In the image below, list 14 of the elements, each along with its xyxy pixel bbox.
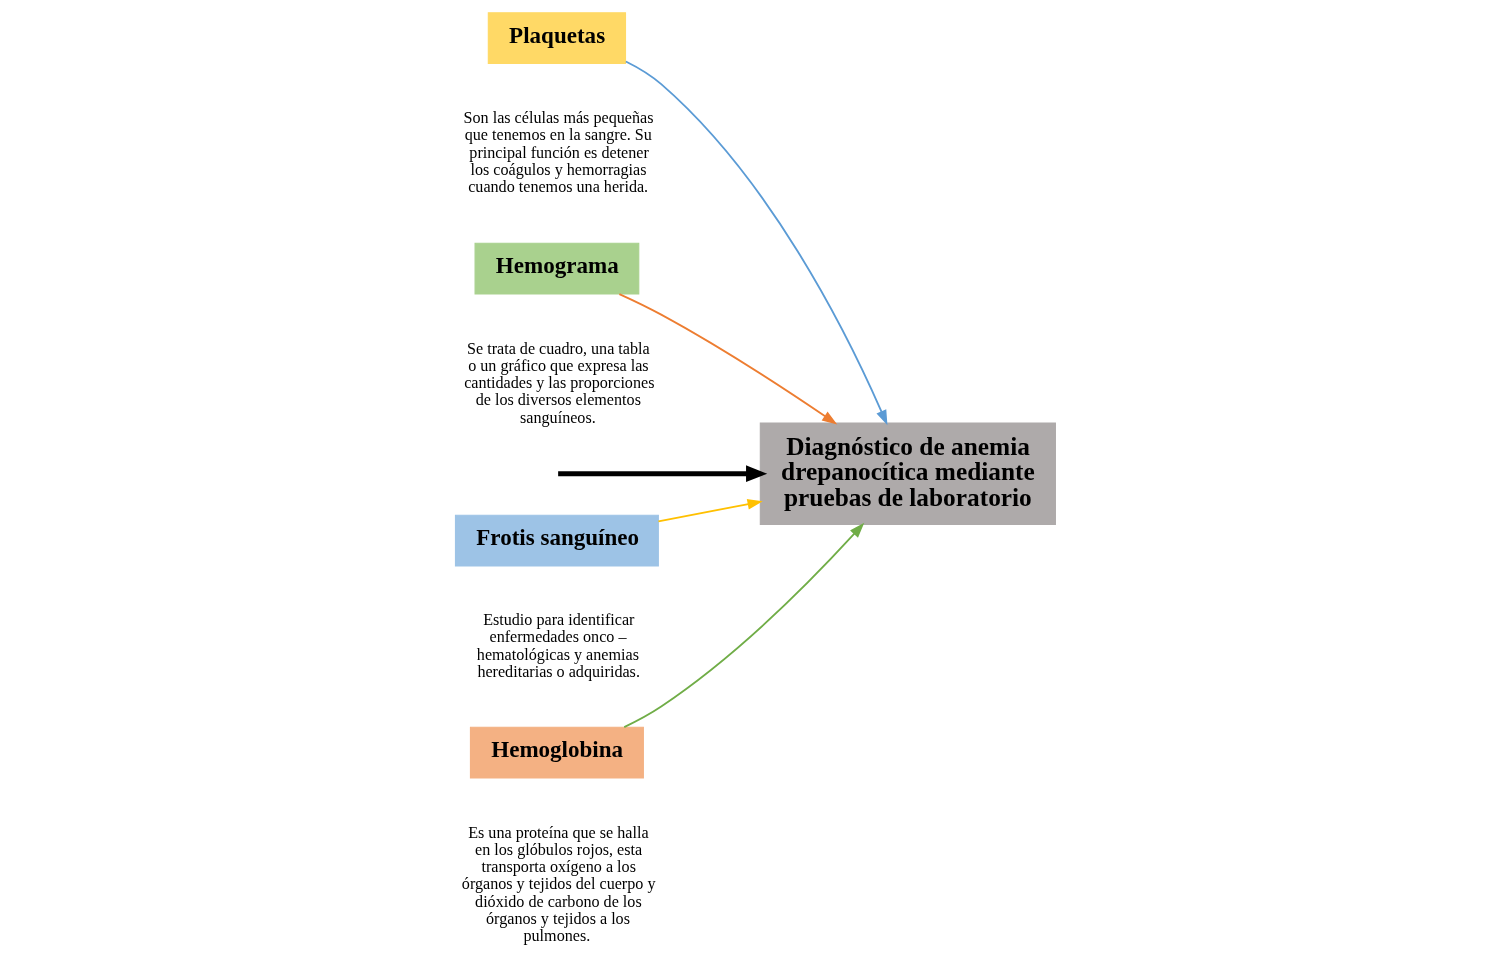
node-box: Hemograma: [474, 242, 640, 295]
node-box: Hemoglobina: [469, 726, 644, 779]
node-box: Plaquetas: [487, 12, 627, 64]
node-label: Es una proteína que se halla en los glóbulos rojos, esta transporta oxígeno a los órganos y tejidos del cuerpo y dióxido de carbono de los órganos y tejidos a los pulmones.: [461, 823, 656, 945]
node-box: Frotis sanguíneo: [454, 514, 659, 567]
node-label: Se trata de cuadro, una tabla o un gráfico que expresa las cantidades y las proporciones de los diversos elementos sanguíneos.: [464, 339, 655, 426]
node-box: Diagnóstico de anemia drepanocítica mediante pruebas de laboratorio: [759, 422, 1056, 525]
node-label: Estudio para identificar enfermedades onco – hematológicas y anemias hereditarias o adquiridas.: [476, 610, 640, 680]
arrow: [558, 465, 768, 483]
node-label: Son las células más pequeñas que tenemos en la sangre. Su principal función es detener los coágulos y hemorragias cuando tenemos una herida.: [463, 109, 654, 196]
arrow: [618, 293, 838, 425]
arrow: [623, 522, 865, 728]
arrow: [624, 60, 888, 426]
arrow: [657, 498, 763, 523]
